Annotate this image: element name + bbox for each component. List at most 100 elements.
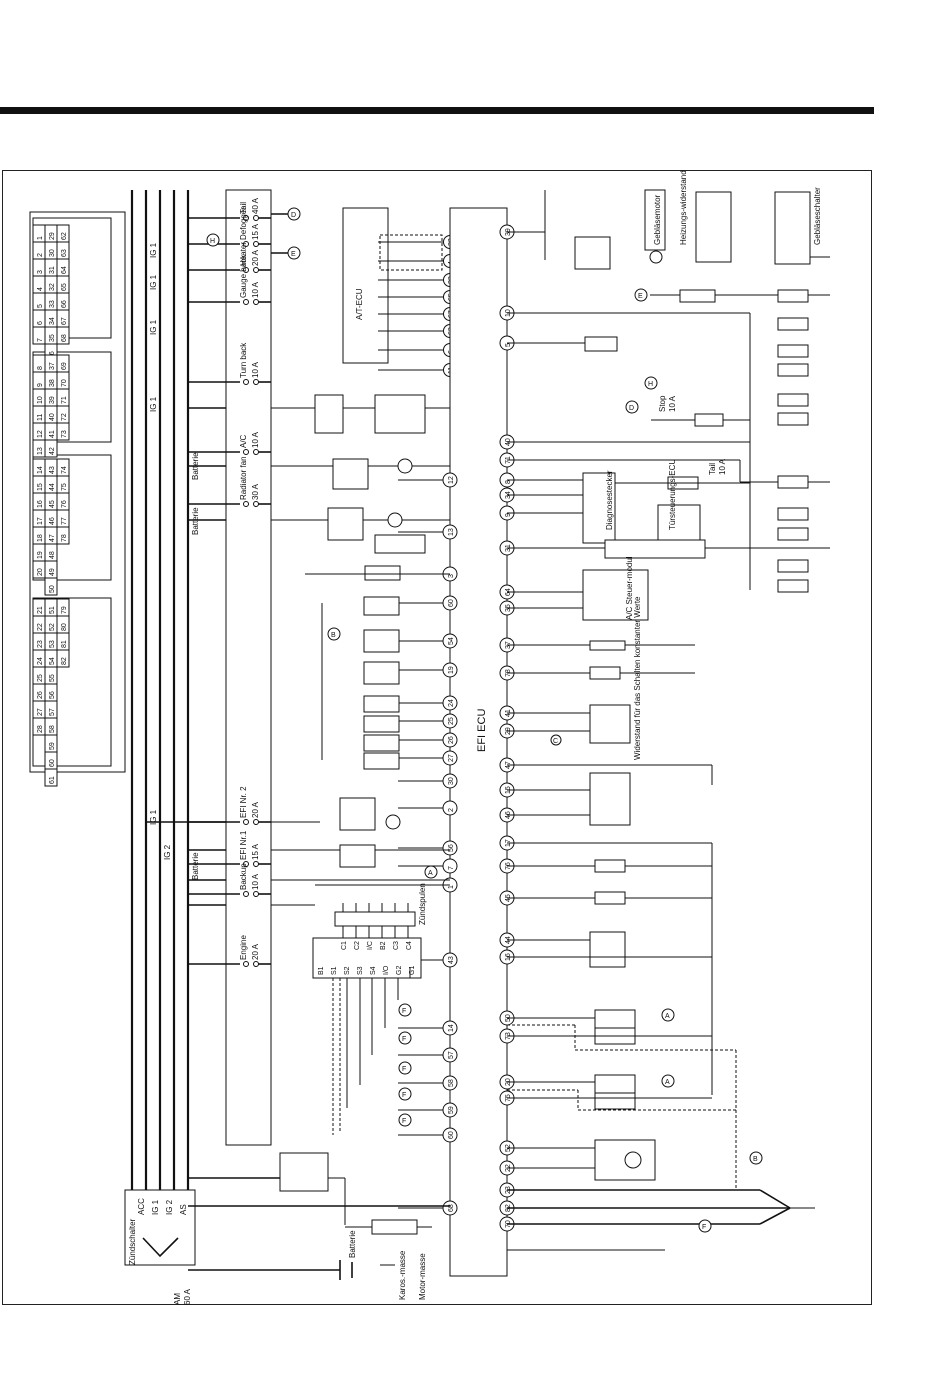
connector-pin-number: 60 [49,759,56,767]
connector-pin-number: 73 [61,430,68,438]
efi-ecu-label: EFI ECU [476,709,488,752]
connector-pin-number: 55 [49,674,56,682]
fuse-label: Stop [658,395,667,412]
connector-pin-number: 54 [49,657,56,665]
ac-module-label: A/C Steuer-modul [625,556,634,620]
efi-ecu-pin-number: 9 [505,513,512,517]
efi-ecu-pin-number: 3 [448,574,455,578]
efi-ecu-pin-left [442,713,458,729]
coils-label: Zündspulen [418,883,427,925]
connector-pin-number: 72 [61,413,68,421]
ref-circle-f [398,1061,412,1075]
heater-resistor-label: Heizungs-widerstand [679,170,688,245]
connector-pin-number: 65 [61,283,68,291]
efi-ecu-pin-left [442,595,458,611]
feed-label-batterie-3: Batterie [191,852,200,880]
connector-pin-number: 7 [37,338,44,342]
svg-text:B: B [753,1156,758,1163]
efi-ecu-pin-number: 43 [448,956,455,964]
connector-pin-number: 39 [49,396,56,404]
efi-ecu: EFI ECU 12133605419242526273025671431457… [398,207,515,1277]
connector-pin-number: 17 [37,517,44,525]
header-rule [0,107,874,114]
connector-cell [56,649,70,668]
connector-pin-number: 50 [49,585,56,593]
fuse-rating: 10 A [251,281,260,298]
fuse-rating: 20 A [251,943,260,960]
efi-ecu-pin-number: 60 [448,1131,455,1139]
resistor-label: Widerstand für das Schalten konstanter W… [633,596,642,760]
connector-pin-number: 41 [49,430,56,438]
ignition-switch-label: Zündschalter [128,1218,137,1265]
right-peripherals: Gebläsemotor Heizungs-widerstand Gebläse… [507,170,830,1251]
fuse-rating: 20 A [251,249,260,266]
connector-pin-number: 5 [37,304,44,308]
coil-pin-label: C1 [341,941,348,950]
blower-switch-label: Gebläseschalter [813,187,822,245]
efi-ecu-pin-number: 13 [448,528,455,536]
connector-pin-number: 67 [61,317,68,325]
fuse-rating: 10 A [251,431,260,448]
connector-pin-number: 59 [49,742,56,750]
connector-pin-number: 57 [49,708,56,716]
connector-pin-number: 20 [37,568,44,576]
fuse-rating: 15 A [251,843,260,860]
connector-pin-number: 76 [61,500,68,508]
blower-motor-label: Gebläsemotor [653,194,662,245]
connector-pin-number: 10 [37,396,44,404]
efi-ecu-pin-number: 25 [448,717,455,725]
svg-text:D: D [291,212,296,219]
connector-pin-number: 69 [61,362,68,370]
feed-label-ig1-2: IG 1 [149,274,158,290]
fuse-label: Tail [239,202,248,214]
connector-pin-number: 56 [49,691,56,699]
connector-pin-number: 23 [37,640,44,648]
connector-pin-number: 71 [61,396,68,404]
connector-pin-number: 45 [49,500,56,508]
igniter-pin-label: S2 [344,966,351,975]
efi-ecu-pin-number: 30 [448,777,455,785]
efi-ecu-pin-left [442,1102,458,1118]
feed-label-batterie-2: Batterie [191,507,200,535]
connector-pin-number: 33 [49,300,56,308]
ref-letter-f: F [402,1008,406,1015]
efi-ecu-pin-left [442,773,458,789]
connector-pin-number: 51 [49,606,56,614]
feed-label-ig1: IG 1 [149,242,158,258]
igniter-pin-label: S3 [357,966,364,975]
connector-pin-number: 32 [49,283,56,291]
efi-ecu-pin-left [442,840,458,856]
connector-pin-number: 34 [49,317,56,325]
connector-pin-number: 14 [37,466,44,474]
ref-circle-f [398,1003,412,1017]
connector-pin-number: 37 [49,362,56,370]
connector-pin-number: 63 [61,249,68,257]
efi-ecu-pin-number: 60 [448,599,455,607]
ignition-terminal-label: IG 1 [151,1199,160,1215]
ecu-connector-diagram: 1234567293031323334353662636465666768891… [29,211,126,787]
efi-ecu-pin-number: 12 [448,476,455,484]
efi-ecu-pin-left [442,750,458,766]
efi-ecu-pin-left [442,1047,458,1063]
fuse-label: Gauge back [239,254,248,298]
connector-pin-number: 2 [37,253,44,257]
fuse-label: A/C [239,434,248,448]
coil-pin-label: C2 [354,941,361,950]
coil-pin-label: C4 [406,941,413,950]
efi-ecu-pin-number: 24 [448,699,455,707]
diag-connector-label: Diagnosestecker [605,470,614,530]
svg-text:H: H [210,238,215,245]
efi-ecu-pin-left [442,858,458,874]
supply-buses: IG 1 IG 1 IG 1 IG 1 Batterie Batterie IG… [130,190,200,1205]
connector-pin-number: 22 [37,623,44,631]
connector-pin-number: 30 [49,249,56,257]
efi-ecu-pin-left [442,952,458,968]
connector-pin-number: 44 [49,483,56,491]
efi-ecu-pin-left [442,732,458,748]
efi-ecu-pin-number: 8 [505,480,512,484]
efi-ecu-pin-number: 5 [505,343,512,347]
fuse-label: Defogger [239,207,248,240]
igniter-pin-label: I/O [383,965,390,975]
